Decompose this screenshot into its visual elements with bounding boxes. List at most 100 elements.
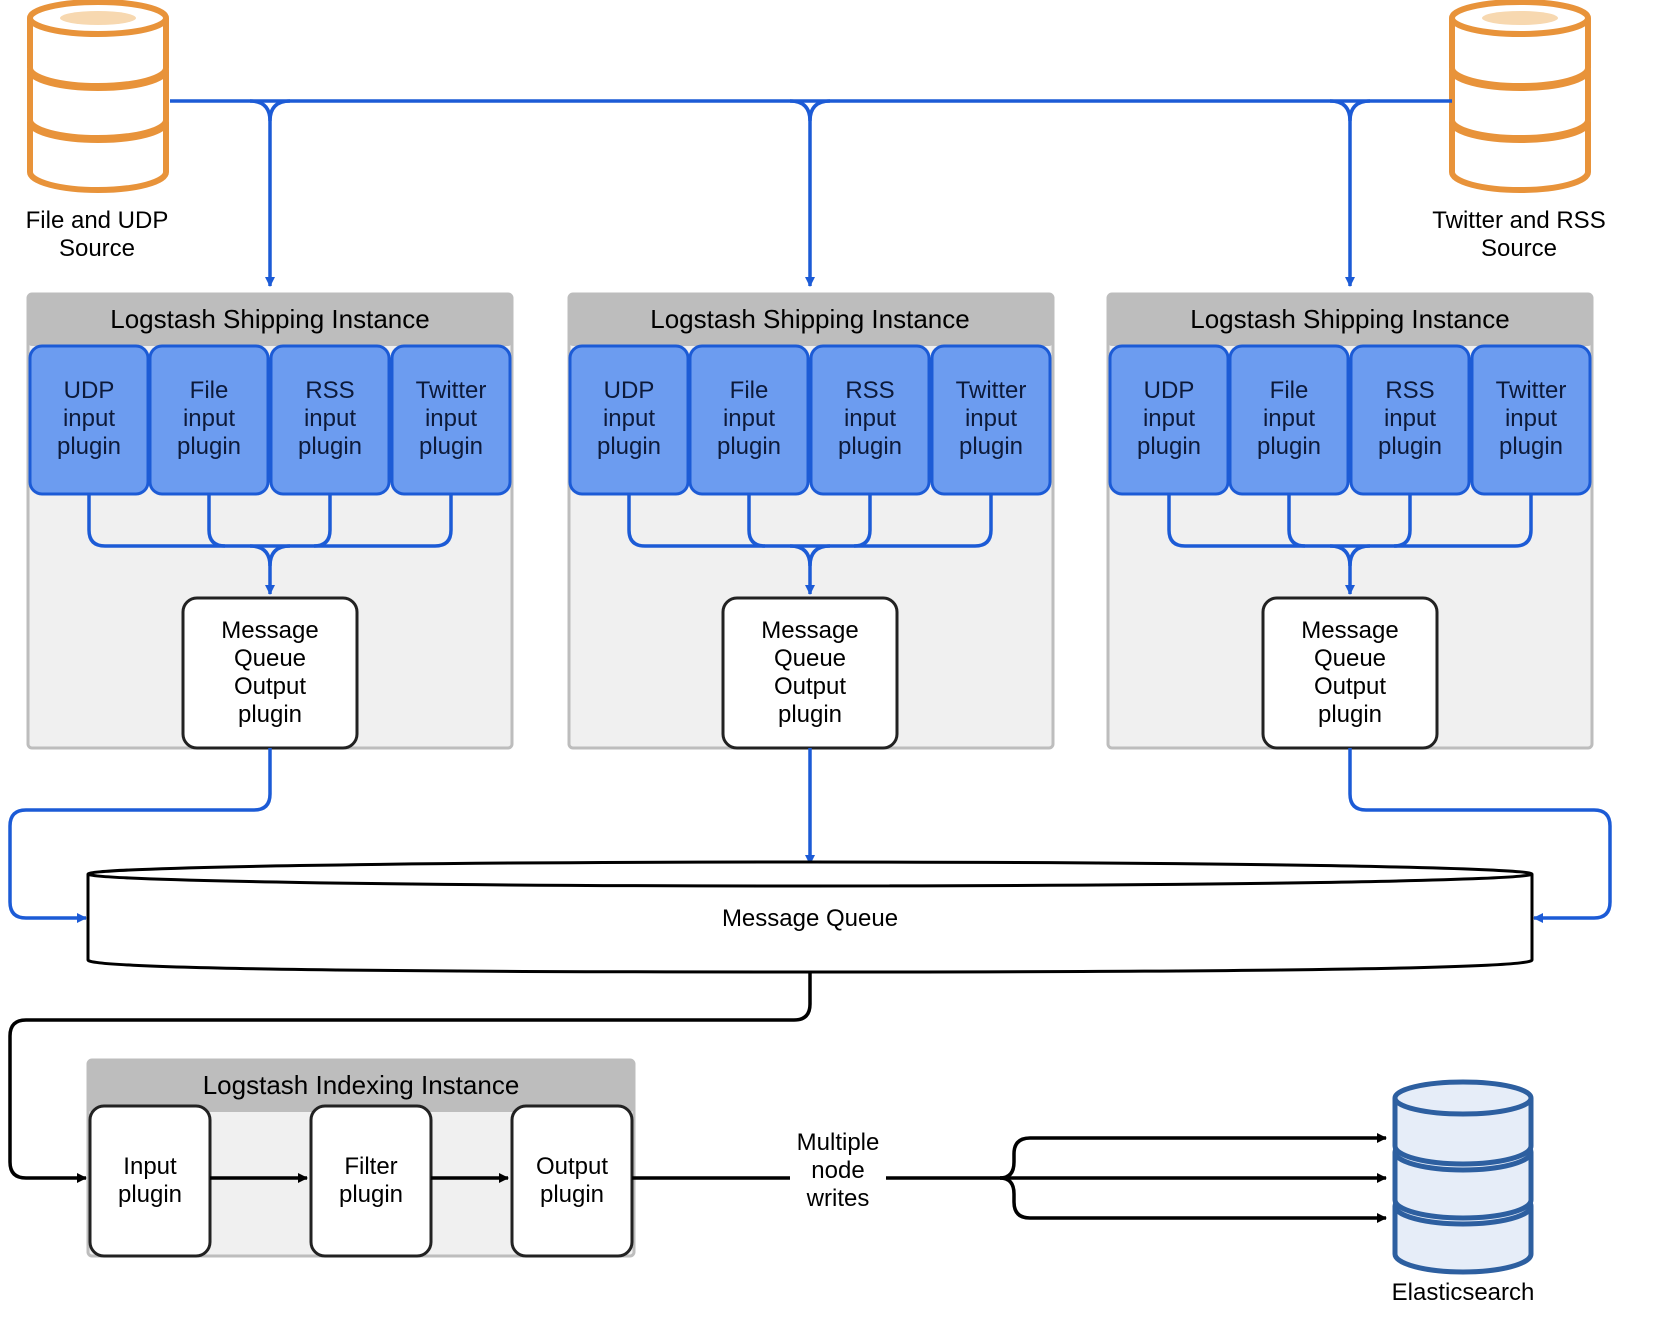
- source-label-line-1: File and UDP: [26, 207, 169, 234]
- database-icon: [27, 0, 169, 193]
- plugin-label-3: plugin: [959, 433, 1023, 460]
- plugin-label-1: UDP: [64, 377, 115, 404]
- plugin-label-1: File: [730, 377, 769, 404]
- writes-label-line-2: node: [811, 1157, 864, 1184]
- mq-output-plugin: Message Queue Output plugin: [721, 596, 899, 750]
- plugin-label-2: plugin: [540, 1181, 604, 1208]
- plugin-label-2: input: [965, 405, 1017, 432]
- queue-feed-connectors: [8, 748, 1612, 923]
- plugin-label-1: Twitter: [956, 377, 1027, 404]
- plugin-merge-connector: [1167, 494, 1533, 595]
- arrow-queue-to-indexing: [8, 972, 812, 1183]
- output-label-3: Output: [234, 673, 306, 700]
- indexing-instance: Logstash Indexing Instance Input plugin …: [86, 1058, 636, 1258]
- output-label-4: plugin: [1318, 701, 1382, 728]
- arrow-write-3: [999, 1176, 1387, 1223]
- arrow-write-1: [999, 1133, 1387, 1180]
- plugin-label-1: Twitter: [416, 377, 487, 404]
- plugin-merge-connector: [627, 494, 993, 595]
- arrow-to-shipping-1: [249, 99, 275, 287]
- plugin-rss: RSS input plugin: [269, 344, 391, 496]
- plugin-label-1: UDP: [1144, 377, 1195, 404]
- plugin-label-2: input: [63, 405, 115, 432]
- elasticsearch: Elasticsearch: [1392, 1079, 1535, 1306]
- arrow-to-shipping-3-left: [1348, 99, 1371, 122]
- database-icon: [1392, 1079, 1534, 1275]
- plugin-label-1: Input: [123, 1153, 177, 1180]
- panel-title: Logstash Indexing Instance: [203, 1070, 520, 1100]
- plugin-label-3: plugin: [838, 433, 902, 460]
- plugin-label-3: plugin: [57, 433, 121, 460]
- plugin-label-2: input: [1263, 405, 1315, 432]
- plugin-file: File input plugin: [688, 344, 810, 496]
- plugin-label-1: UDP: [604, 377, 655, 404]
- message-queue: Message Queue: [86, 860, 1534, 974]
- panel-header: [569, 294, 1053, 346]
- plugin-file: File input plugin: [148, 344, 270, 496]
- plugin-label-3: plugin: [298, 433, 362, 460]
- plugin-label-1: Filter: [344, 1153, 397, 1180]
- output-label-4: plugin: [778, 701, 842, 728]
- plugin-twitter: Twitter input plugin: [930, 344, 1052, 496]
- source-twitter-rss: Twitter and RSS Source: [1432, 0, 1606, 262]
- source-file-udp: File and UDP Source: [26, 0, 169, 262]
- arrow-to-shipping-2-left: [808, 99, 831, 122]
- plugin-label-2: input: [304, 405, 356, 432]
- arrow-instance3-to-queue: [1348, 748, 1612, 923]
- arrow-instance1-to-queue: [8, 748, 272, 923]
- output-label-1: Message: [1301, 617, 1398, 644]
- panel-header: [28, 294, 512, 346]
- plugin-label-2: input: [425, 405, 477, 432]
- plugin-label-3: plugin: [177, 433, 241, 460]
- output-label-2: Queue: [774, 645, 846, 672]
- plugin-label-3: plugin: [419, 433, 483, 460]
- indexing-filter-plugin: Filter plugin: [309, 1104, 433, 1258]
- plugin-rss: RSS input plugin: [1349, 344, 1471, 496]
- indexing-input-plugin: Input plugin: [88, 1104, 212, 1258]
- writes-label: Multiple node writes: [797, 1129, 880, 1212]
- arrow-to-shipping-3: [1329, 99, 1355, 287]
- panel-title: Logstash Shipping Instance: [110, 304, 429, 334]
- panel-title: Logstash Shipping Instance: [650, 304, 969, 334]
- output-label-1: Message: [221, 617, 318, 644]
- writes-label-line-3: writes: [806, 1185, 870, 1212]
- output-label-4: plugin: [238, 701, 302, 728]
- database-icon: [1449, 0, 1591, 193]
- arrow-to-shipping-2: [789, 99, 815, 287]
- output-label-3: Output: [1314, 673, 1386, 700]
- plugin-label-2: input: [183, 405, 235, 432]
- plugin-label-1: File: [1270, 377, 1309, 404]
- writes-connector: [632, 1133, 1387, 1223]
- source-label-line-1: Twitter and RSS: [1432, 207, 1605, 234]
- plugin-label-3: plugin: [597, 433, 661, 460]
- output-label-2: Queue: [234, 645, 306, 672]
- plugin-label-2: plugin: [339, 1181, 403, 1208]
- output-label-1: Message: [761, 617, 858, 644]
- output-label-3: Output: [774, 673, 846, 700]
- writes-label-line-1: Multiple: [797, 1129, 880, 1156]
- plugin-label-2: input: [1143, 405, 1195, 432]
- source-bus-connectors: [170, 99, 1452, 287]
- plugin-label-3: plugin: [1499, 433, 1563, 460]
- shipping-instance-3: Logstash Shipping Instance UDP input plu…: [1106, 292, 1594, 750]
- mq-output-plugin: Message Queue Output plugin: [1261, 596, 1439, 750]
- plugin-label-3: plugin: [717, 433, 781, 460]
- plugin-label-2: input: [603, 405, 655, 432]
- plugin-label-2: input: [723, 405, 775, 432]
- plugin-rss: RSS input plugin: [809, 344, 931, 496]
- plugin-label-2: input: [1505, 405, 1557, 432]
- elasticsearch-label: Elasticsearch: [1392, 1279, 1535, 1306]
- plugin-label-3: plugin: [1378, 433, 1442, 460]
- source-label-line-2: Source: [1481, 235, 1557, 262]
- plugin-label-1: RSS: [1385, 377, 1434, 404]
- plugin-label-1: RSS: [305, 377, 354, 404]
- plugin-label-1: File: [190, 377, 229, 404]
- plugin-label-2: input: [844, 405, 896, 432]
- indexing-output-plugin: Output plugin: [510, 1104, 634, 1258]
- plugin-twitter: Twitter input plugin: [390, 344, 512, 496]
- plugin-twitter: Twitter input plugin: [1470, 344, 1592, 496]
- plugin-merge-connector: [87, 494, 453, 595]
- shipping-instance-1: Logstash Shipping Instance UDP input plu…: [26, 292, 514, 750]
- plugin-udp: UDP input plugin: [28, 344, 150, 496]
